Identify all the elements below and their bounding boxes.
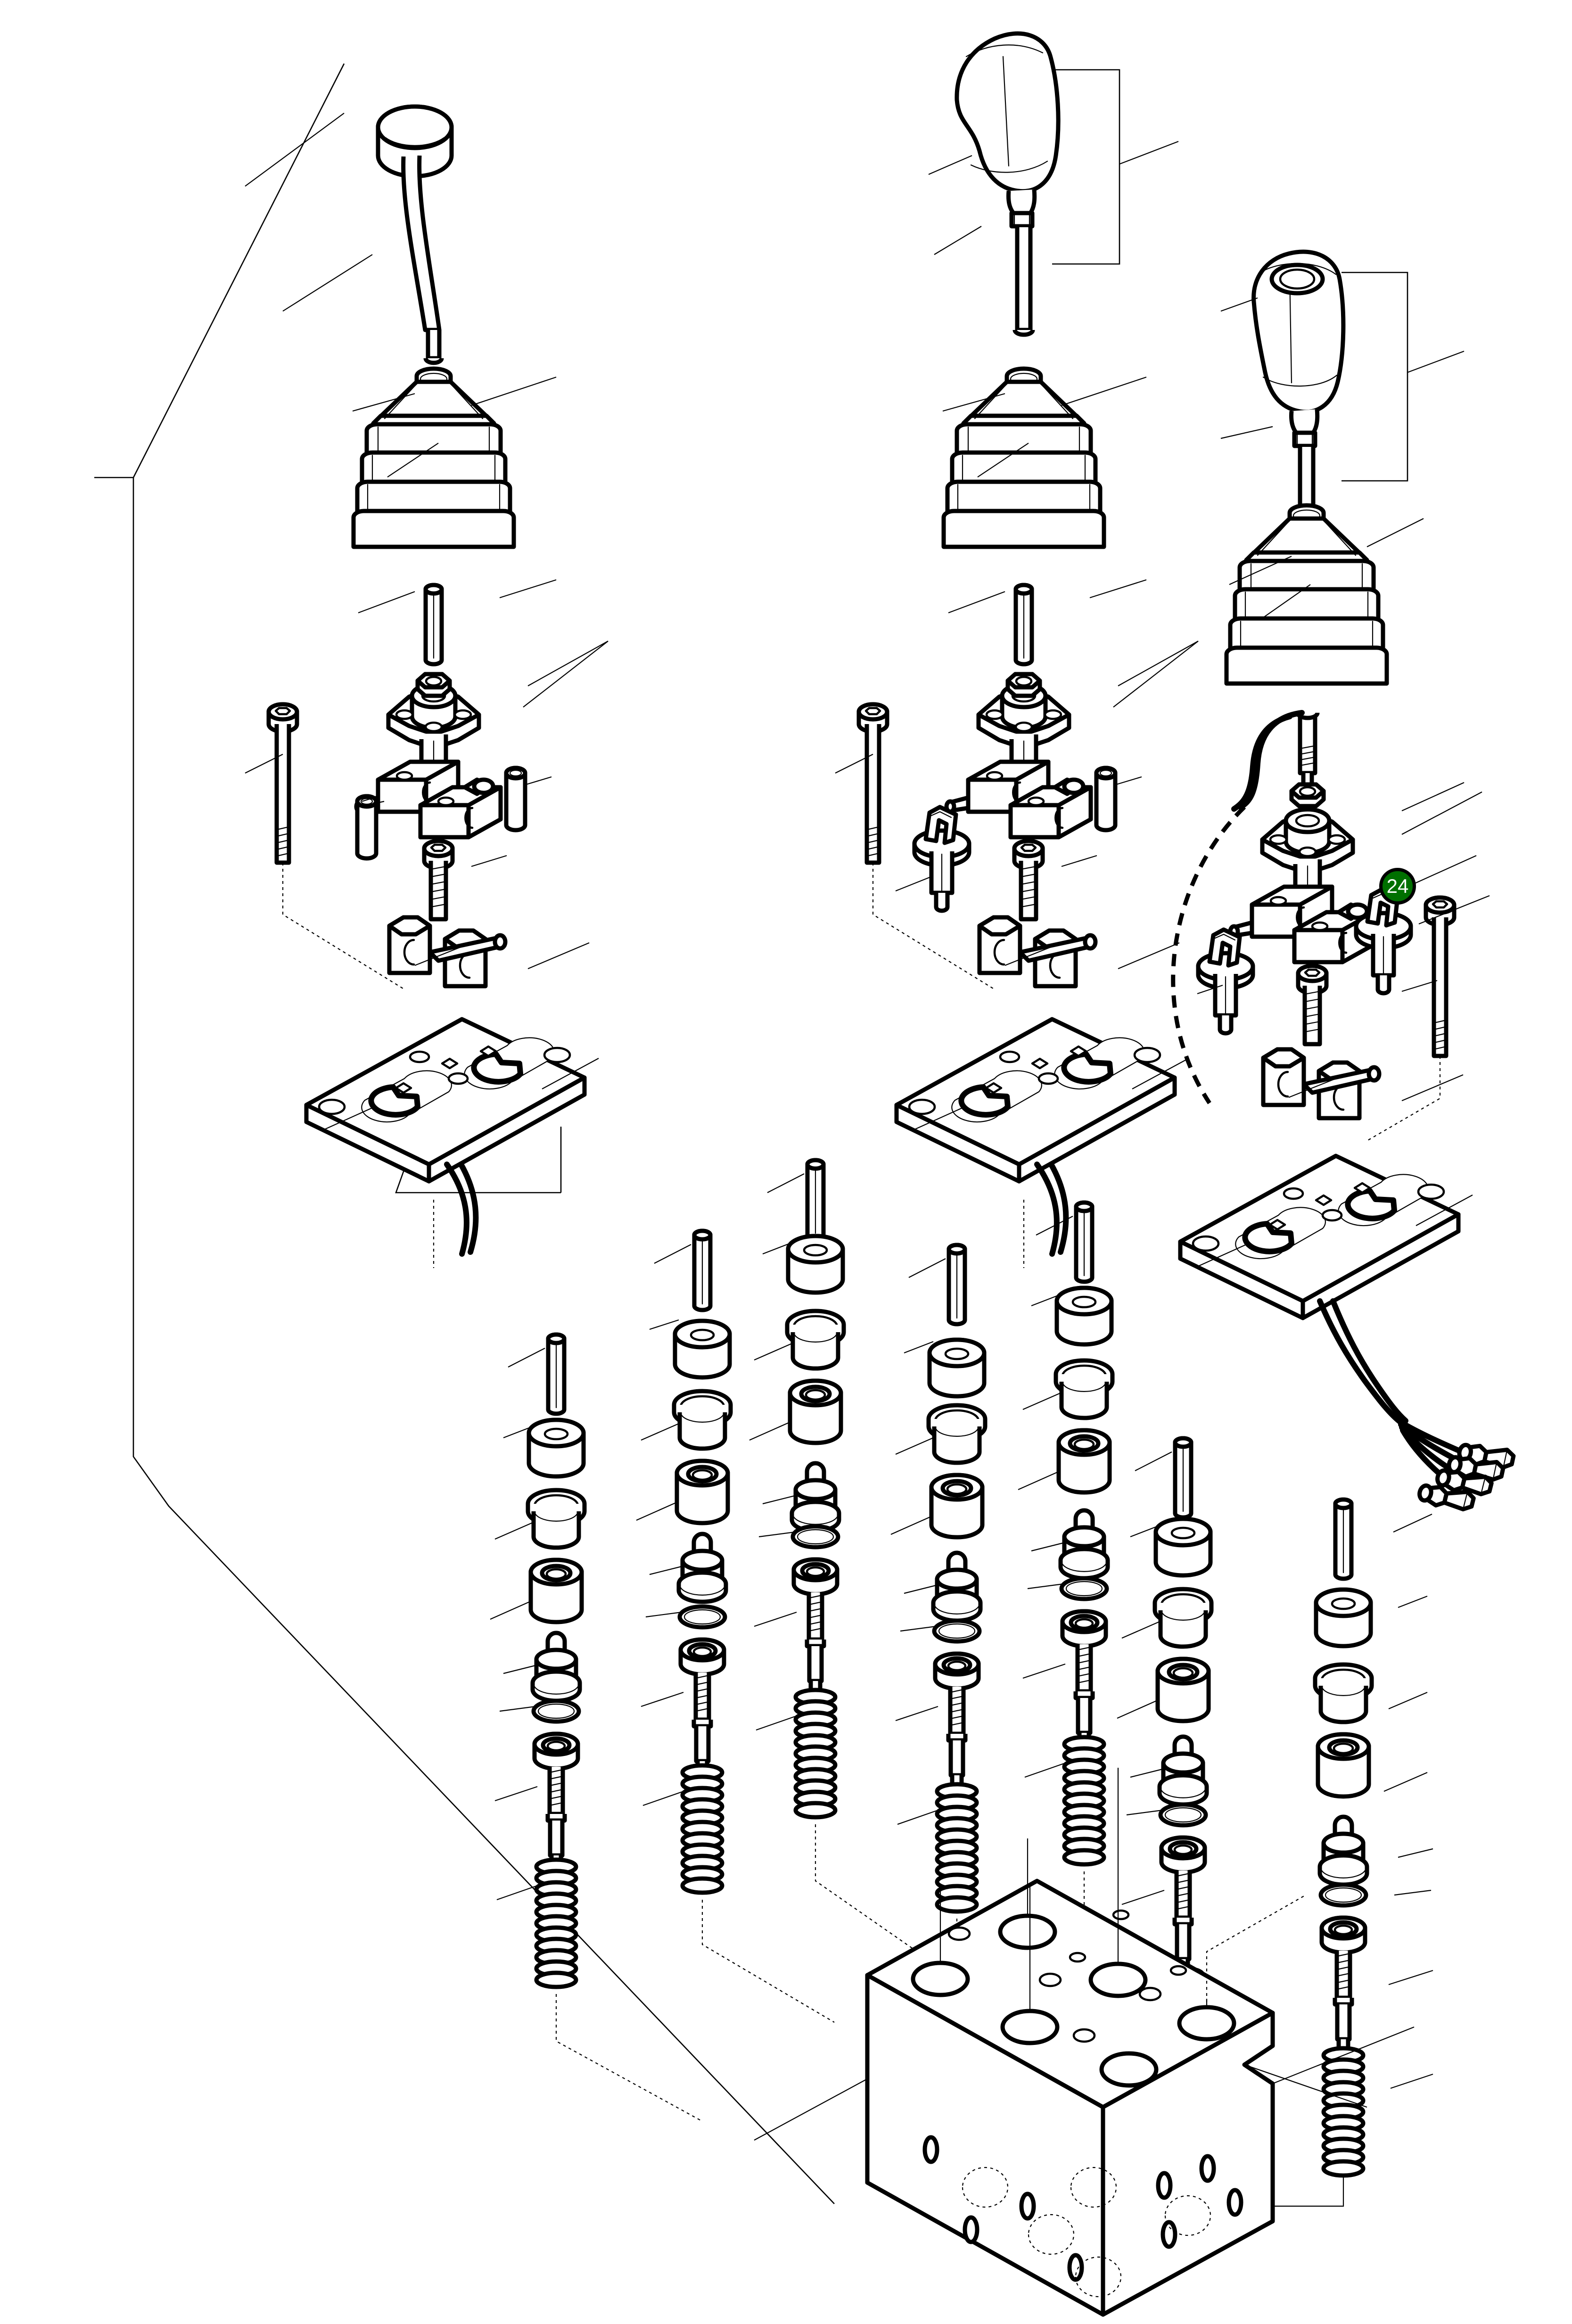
yoke-bracket (979, 917, 1095, 986)
spool-stack (890, 1245, 1019, 2013)
cam-plunger (914, 807, 969, 911)
spool-stack (636, 1231, 835, 2023)
dotted-leader (872, 863, 996, 990)
spool-stack (1018, 1203, 1127, 1961)
side-ports-right (1156, 2154, 1243, 2249)
cap-screw-long (859, 704, 887, 863)
dotted-leader (701, 1900, 835, 2023)
dotted-leader (555, 1994, 703, 2122)
flange-bracket (1262, 809, 1353, 892)
side-ports (922, 2135, 1122, 2298)
pilot-hose (1231, 714, 1292, 812)
shaft-tip (426, 330, 442, 361)
right-joystick-assembly (1171, 249, 1514, 1514)
cam-plunger (1198, 930, 1253, 1033)
hex-nut (1008, 674, 1040, 696)
callout-badge-24[interactable]: 24 (1379, 868, 1416, 905)
valve-body-block (754, 1768, 1415, 2317)
center-joystick-assembly (835, 31, 1199, 1268)
pilot-wire (458, 1162, 479, 1255)
mounting-plate (306, 1019, 584, 1181)
spacer-sleeve (1096, 768, 1115, 830)
cap-screw-long (1426, 898, 1454, 1056)
cap-screw-short (424, 841, 453, 919)
yoke-bracket (1263, 1049, 1379, 1118)
grip-bracket-line (1052, 69, 1120, 265)
push-rod (1016, 585, 1032, 664)
cap-screw-short (1298, 966, 1326, 1044)
push-rod (426, 585, 442, 664)
cap-screw-short (1014, 841, 1043, 919)
leader-lines (835, 155, 1199, 1130)
spool-stack (749, 1160, 924, 1957)
dotted-leader (1366, 1056, 1441, 1141)
lever-shaft (401, 155, 442, 332)
bellows-boot (354, 369, 514, 547)
hex-nut (1292, 784, 1324, 806)
pilot-wire (444, 1162, 469, 1257)
hex-nut (418, 674, 450, 696)
leader-lines (245, 113, 609, 1130)
wire-harness (1317, 1298, 1514, 1514)
pilot-wire (1034, 1162, 1060, 1257)
grip-bracket-line (1342, 272, 1408, 482)
leader-lines (1197, 518, 1490, 1267)
ergonomic-grip-handle (955, 31, 1061, 229)
dotted-leader (815, 1824, 924, 1957)
cap-screw-long (269, 704, 297, 863)
valve-ports (947, 1909, 1187, 2043)
spool-stack (1244, 1500, 1433, 2207)
assembly-group-frame (94, 63, 835, 2204)
bellows-boot (1226, 505, 1387, 684)
bellows-boot (944, 369, 1104, 547)
threaded-rod (1295, 712, 1320, 790)
yoke-bracket (389, 917, 505, 986)
spacer-sleeve (506, 768, 525, 830)
left-joystick-assembly (245, 104, 609, 1268)
mounting-plate (897, 1019, 1175, 1181)
gimbal-cross-block (946, 762, 1091, 837)
ergonomic-grip-handle-button (1251, 249, 1346, 448)
dotted-leader (282, 863, 406, 990)
gimbal-cross-block (1230, 887, 1374, 962)
dashed-routing-guide (1171, 805, 1246, 1104)
pilot-wire (1048, 1162, 1069, 1255)
spool-stack (490, 1335, 703, 2122)
mounting-plate (1180, 1156, 1458, 1318)
lever-shaft (1015, 227, 1033, 332)
